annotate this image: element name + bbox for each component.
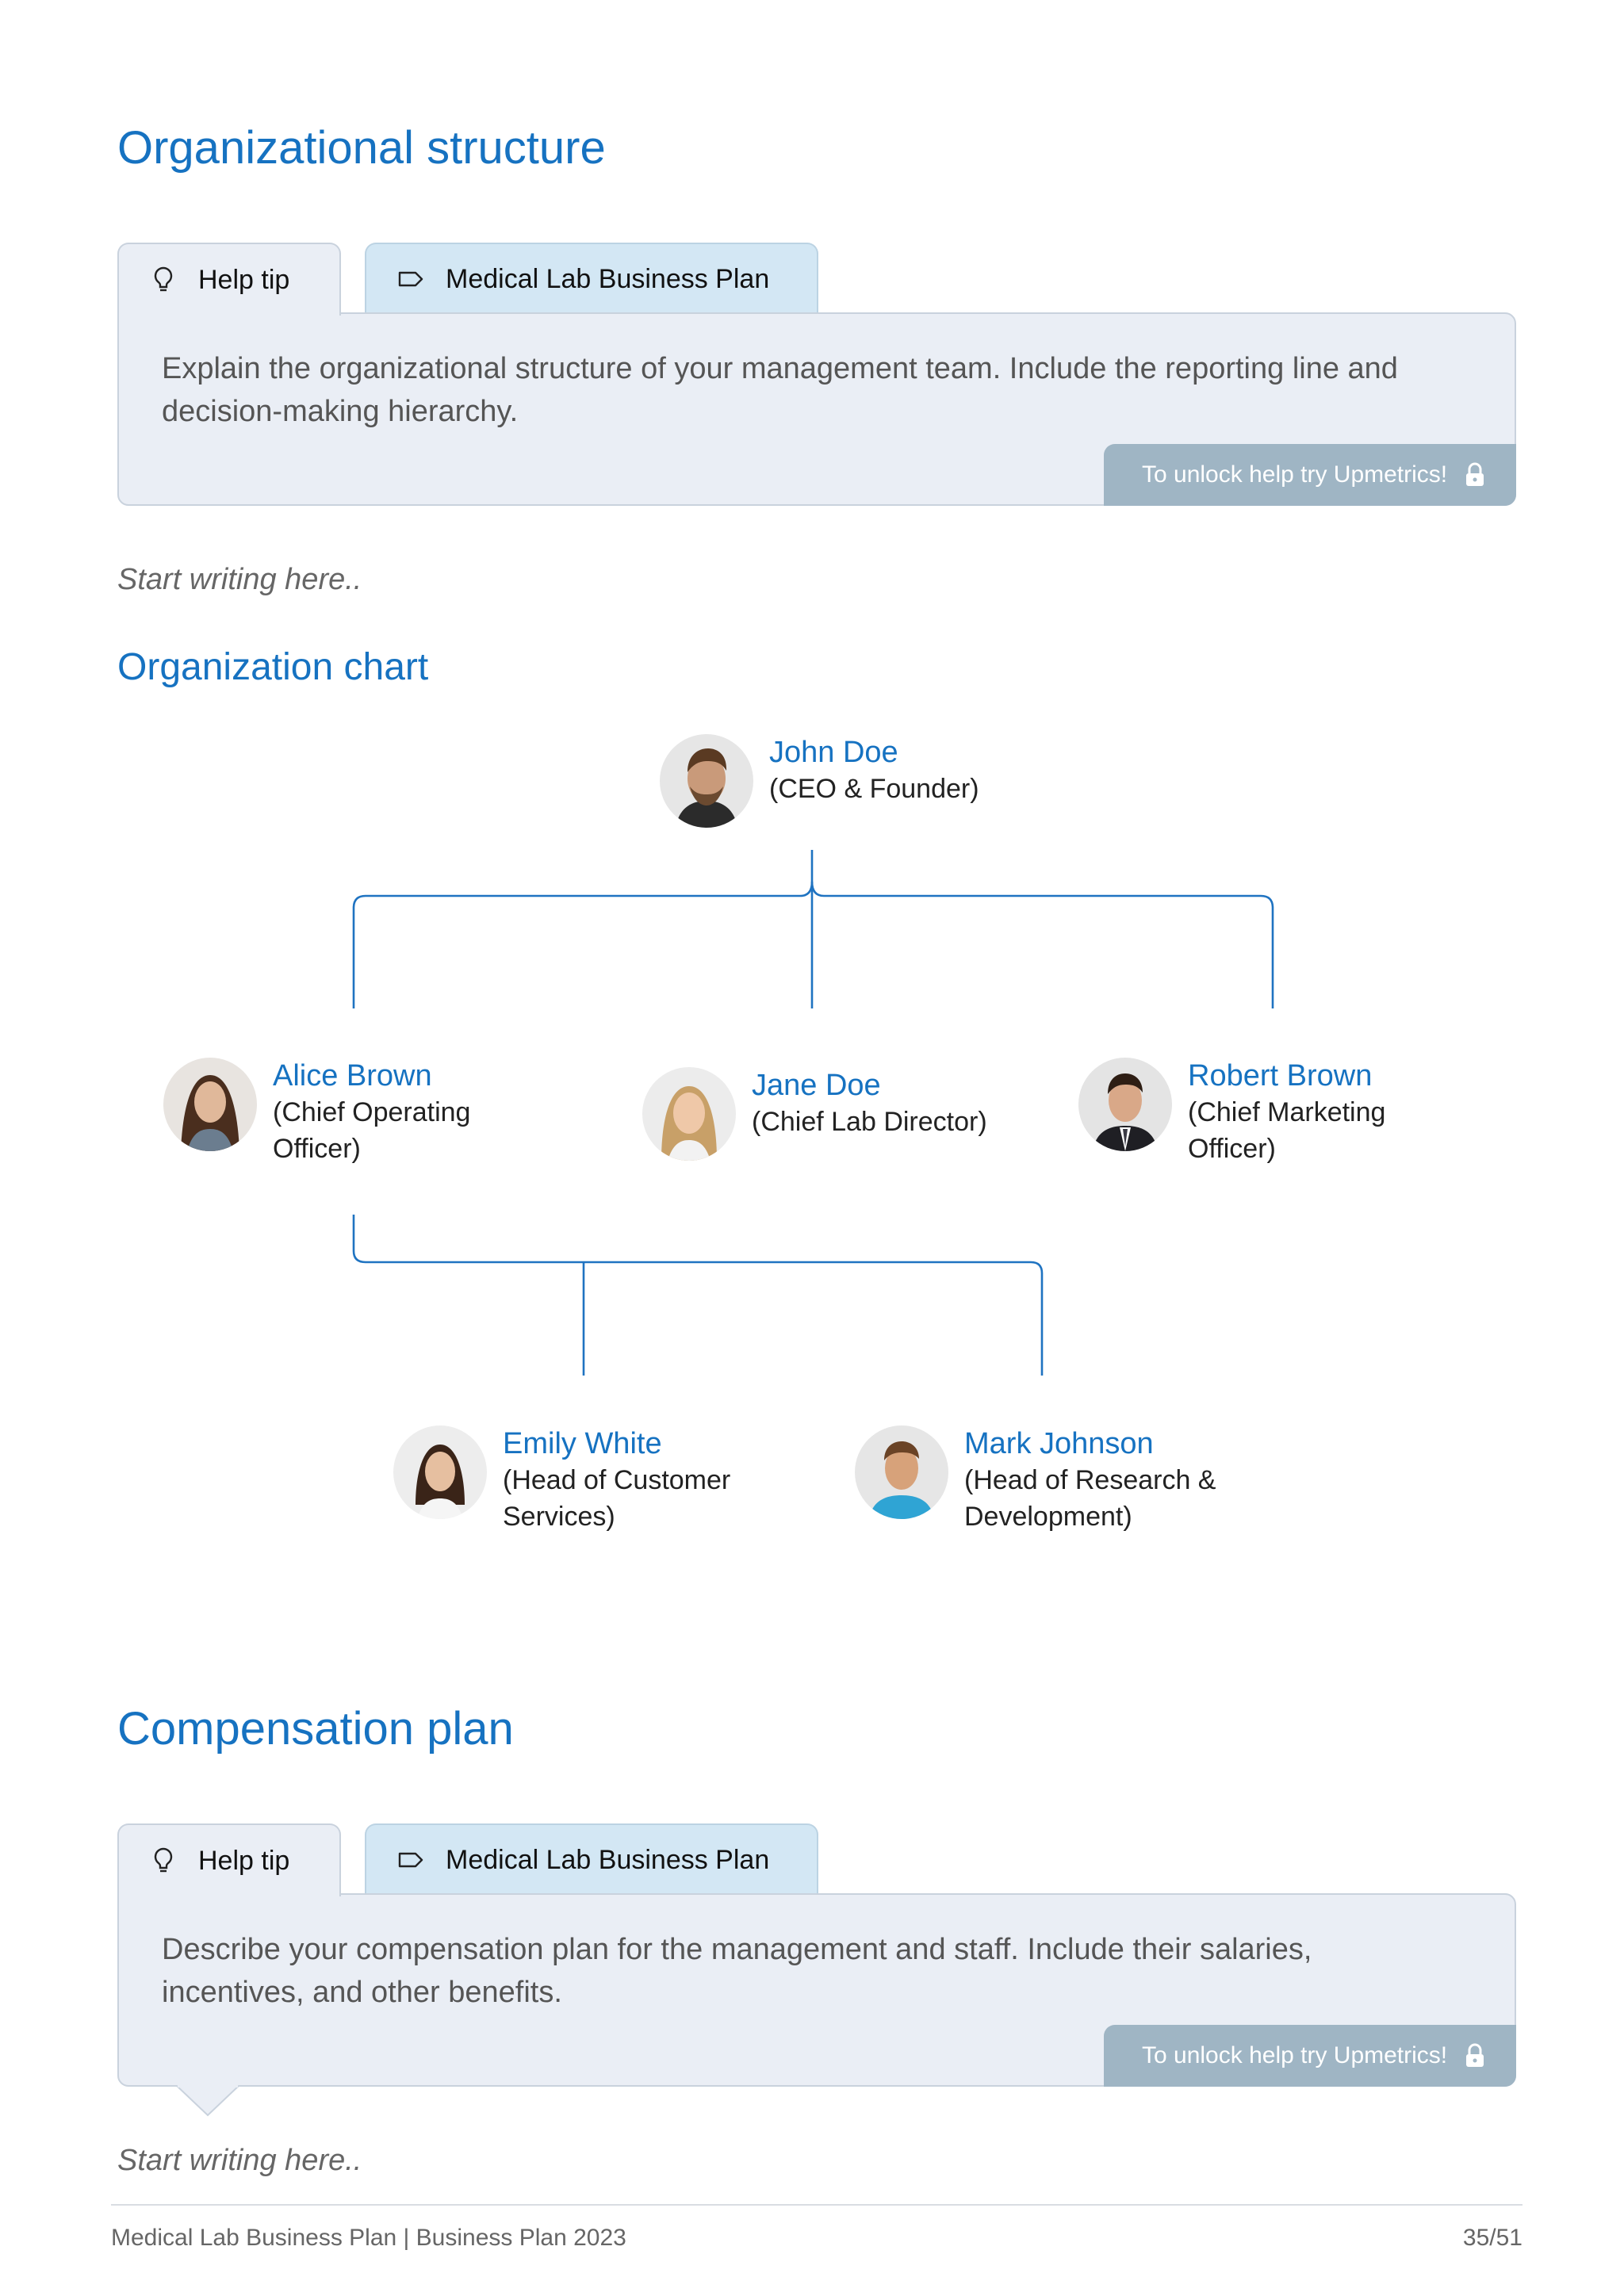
lightbulb-icon: [147, 1845, 179, 1877]
section-title-org-chart: Organization chart: [117, 646, 429, 688]
help-tip-org-structure: Help tip Medical Lab Business Plan Expla…: [117, 243, 1516, 544]
unlock-label: To unlock help try Upmetrics!: [1142, 461, 1448, 488]
person-name: Emily White: [503, 1427, 662, 1460]
avatar: [163, 1058, 257, 1151]
tab-help-tip[interactable]: Help tip: [117, 243, 341, 316]
writing-placeholder-org-structure[interactable]: Start writing here..: [117, 563, 362, 596]
help-tip-text: Explain the organizational structure of …: [162, 352, 1398, 428]
person-name: Mark Johnson: [964, 1427, 1154, 1460]
person-name: Jane Doe: [752, 1069, 881, 1102]
org-node-customer-services: Emily White (Head of Customer Services): [393, 1425, 756, 1535]
tab-help-tip-label: Help tip: [198, 264, 290, 295]
person-role: (CEO & Founder): [769, 774, 979, 804]
lock-icon: [1465, 2043, 1485, 2068]
person-name: Alice Brown: [273, 1059, 432, 1093]
tab-help-tip[interactable]: Help tip: [117, 1823, 341, 1896]
help-tip-body: Explain the organizational structure of …: [117, 312, 1516, 506]
section-title-org-structure: Organizational structure: [117, 122, 606, 174]
avatar: [855, 1425, 948, 1519]
section-title-compensation: Compensation plan: [117, 1703, 514, 1755]
org-node-lab-director: Jane Doe (Chief Lab Director): [642, 1067, 987, 1161]
lock-icon: [1465, 462, 1485, 488]
avatar: [642, 1067, 736, 1161]
org-node-coo: Alice Brown (Chief Operating Officer): [163, 1058, 511, 1167]
person-name: John Doe: [769, 736, 898, 769]
tab-business-plan-label: Medical Lab Business Plan: [446, 1844, 770, 1875]
writing-placeholder-compensation[interactable]: Start writing here..: [117, 2144, 362, 2177]
footer-document-title: Medical Lab Business Plan | Business Pla…: [111, 2225, 626, 2251]
lightbulb-icon: [147, 264, 179, 296]
footer-divider: [111, 2204, 1522, 2206]
tag-icon: [395, 263, 427, 295]
help-tip-compensation: Help tip Medical Lab Business Plan Descr…: [117, 1823, 1516, 2125]
avatar: [1078, 1058, 1172, 1151]
connector-level1-bar: [352, 881, 1274, 1008]
person-name: Robert Brown: [1188, 1059, 1373, 1093]
tab-business-plan-label: Medical Lab Business Plan: [446, 263, 770, 294]
avatar: [393, 1425, 487, 1519]
org-node-ceo: John Doe (CEO & Founder): [660, 734, 979, 828]
person-role: (Head of Research & Development): [964, 1465, 1216, 1532]
connector-coo-down: [352, 1215, 1044, 1376]
person-role: (Chief Lab Director): [752, 1107, 987, 1137]
tip-pointer: [176, 2085, 239, 2117]
unlock-upmetrics-button[interactable]: To unlock help try Upmetrics!: [1104, 2025, 1516, 2087]
help-tip-text: Describe your compensation plan for the …: [162, 1933, 1312, 2009]
person-role: (Chief Operating Officer): [273, 1097, 471, 1164]
tab-business-plan[interactable]: Medical Lab Business Plan: [365, 1823, 818, 1895]
org-node-cmo: Robert Brown (Chief Marketing Officer): [1078, 1058, 1426, 1167]
avatar: [660, 734, 753, 828]
person-role: (Chief Marketing Officer): [1188, 1097, 1386, 1164]
unlock-label: To unlock help try Upmetrics!: [1142, 2042, 1448, 2068]
tab-help-tip-label: Help tip: [198, 1845, 290, 1876]
unlock-upmetrics-button[interactable]: To unlock help try Upmetrics!: [1104, 444, 1516, 506]
person-role: (Head of Customer Services): [503, 1465, 731, 1532]
page-number: 35/51: [1462, 2225, 1522, 2251]
org-node-research-development: Mark Johnson (Head of Research & Develop…: [855, 1425, 1226, 1535]
tag-icon: [395, 1844, 427, 1876]
tab-business-plan[interactable]: Medical Lab Business Plan: [365, 243, 818, 314]
help-tip-body: Describe your compensation plan for the …: [117, 1893, 1516, 2087]
